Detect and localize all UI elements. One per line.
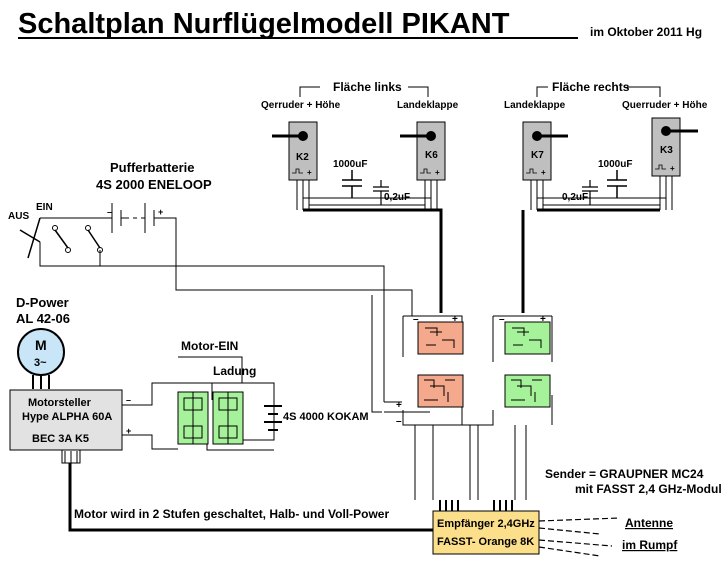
- svg-text:–: –: [396, 416, 402, 427]
- motor-switch-connector: [177, 391, 209, 445]
- cap-right-large: 1000uF: [598, 159, 632, 170]
- esc-signal-wire: [68, 463, 433, 532]
- relay-green-bottom: [504, 374, 551, 408]
- switch-on-label: EIN: [36, 202, 53, 213]
- esc-line2: Hype ALPHA 60A: [22, 411, 112, 423]
- buffer-battery-line2: 4S 2000 ENELOOP: [96, 177, 212, 192]
- motor-switch-label: Motor-EIN: [181, 339, 238, 353]
- antenna-line1: Antenne: [625, 516, 673, 530]
- servo-k6-function: Landeklappe: [397, 100, 459, 111]
- svg-text:+: +: [670, 164, 675, 173]
- svg-text:+: +: [541, 168, 546, 177]
- main-switch: [19, 217, 385, 402]
- motor-note: Motor wird in 2 Stufen geschaltet, Halb-…: [74, 507, 389, 521]
- cap-left-small: 0,2uF: [384, 192, 410, 203]
- servo-k7-function: Landeklappe: [504, 100, 566, 111]
- wing-right-label: Fläche rechts: [552, 80, 630, 94]
- main-battery: [264, 405, 282, 431]
- servo-k3-id: K3: [660, 145, 673, 156]
- transmitter-line1: Sender = GRAUPNER MC24: [545, 467, 704, 481]
- relay-green-top: [504, 321, 551, 355]
- svg-text:+: +: [435, 168, 440, 177]
- power-wiring: [122, 356, 275, 451]
- motor-model: AL 42-06: [16, 311, 70, 326]
- wing-left-label: Fläche links: [333, 80, 402, 94]
- antenna-line2: im Rumpf: [622, 538, 678, 552]
- servo-trunks: [303, 208, 660, 313]
- relay-red-top: [417, 321, 464, 355]
- capacitors-left: [303, 170, 431, 206]
- date-note: im Oktober 2011 Hg: [590, 25, 702, 39]
- svg-text:+: +: [540, 314, 546, 325]
- motor-symbol-m: M: [35, 337, 47, 353]
- servo-k7-id: K7: [531, 150, 544, 161]
- motor-symbol-phase: 3~: [34, 357, 47, 369]
- buffer-battery-line1: Pufferbatterie: [110, 160, 195, 175]
- esc-line3: BEC 3A K5: [32, 433, 89, 445]
- servo-k6: K6 +: [400, 121, 446, 210]
- relay-wiring: [371, 295, 553, 500]
- wing-right-bracket: [536, 86, 661, 97]
- capacitors-right: [537, 170, 666, 206]
- svg-text:+: +: [307, 168, 312, 177]
- transmitter-line2: mit FASST 2,4 GHz-Modul: [575, 482, 722, 496]
- servo-k2-id: K2: [296, 152, 309, 163]
- esc-line1: Motorsteller: [28, 397, 92, 409]
- receiver-line1: Empfänger 2,4GHz: [437, 518, 535, 530]
- servo-k7: K7 +: [522, 121, 568, 210]
- svg-text:+: +: [126, 426, 131, 436]
- svg-text:+: +: [396, 400, 402, 411]
- esc: Motorsteller Hype ALPHA 60A BEC 3A K5 – …: [9, 389, 131, 464]
- receiver-line2: FASST- Orange 8K: [437, 536, 534, 548]
- svg-text:+: +: [452, 314, 458, 325]
- servo-k6-id: K6: [425, 150, 438, 161]
- servo-k2: K2 +: [272, 121, 318, 210]
- servo-k3: K3 +: [651, 117, 698, 210]
- charge-connector: [212, 391, 244, 445]
- svg-text:–: –: [107, 207, 112, 217]
- receiver: Empfänger 2,4GHz FASST- Orange 8K: [432, 500, 540, 555]
- servo-k3-function: Querruder + Höhe: [622, 100, 708, 111]
- switch-off-label: AUS: [8, 211, 29, 222]
- svg-text:–: –: [499, 314, 505, 325]
- wing-left-bracket: [299, 86, 429, 97]
- motor: M 3~: [17, 328, 65, 389]
- cap-right-small: 0,2uF: [562, 192, 588, 203]
- svg-text:+: +: [158, 207, 163, 217]
- servo-k2-function: Qerruder + Höhe: [261, 100, 341, 111]
- antenna-wires: [538, 517, 621, 557]
- buffer-battery: [40, 203, 413, 316]
- main-battery-label: 4S 4000 KOKAM: [283, 411, 369, 423]
- relay-red-bottom: [417, 374, 464, 408]
- svg-text:–: –: [126, 395, 131, 405]
- page-title: Schaltplan Nurflügelmodell PIKANT: [18, 8, 510, 40]
- motor-brand: D-Power: [16, 295, 69, 310]
- charge-label: Ladung: [213, 364, 256, 378]
- cap-left-large: 1000uF: [333, 159, 367, 170]
- svg-text:–: –: [413, 314, 419, 325]
